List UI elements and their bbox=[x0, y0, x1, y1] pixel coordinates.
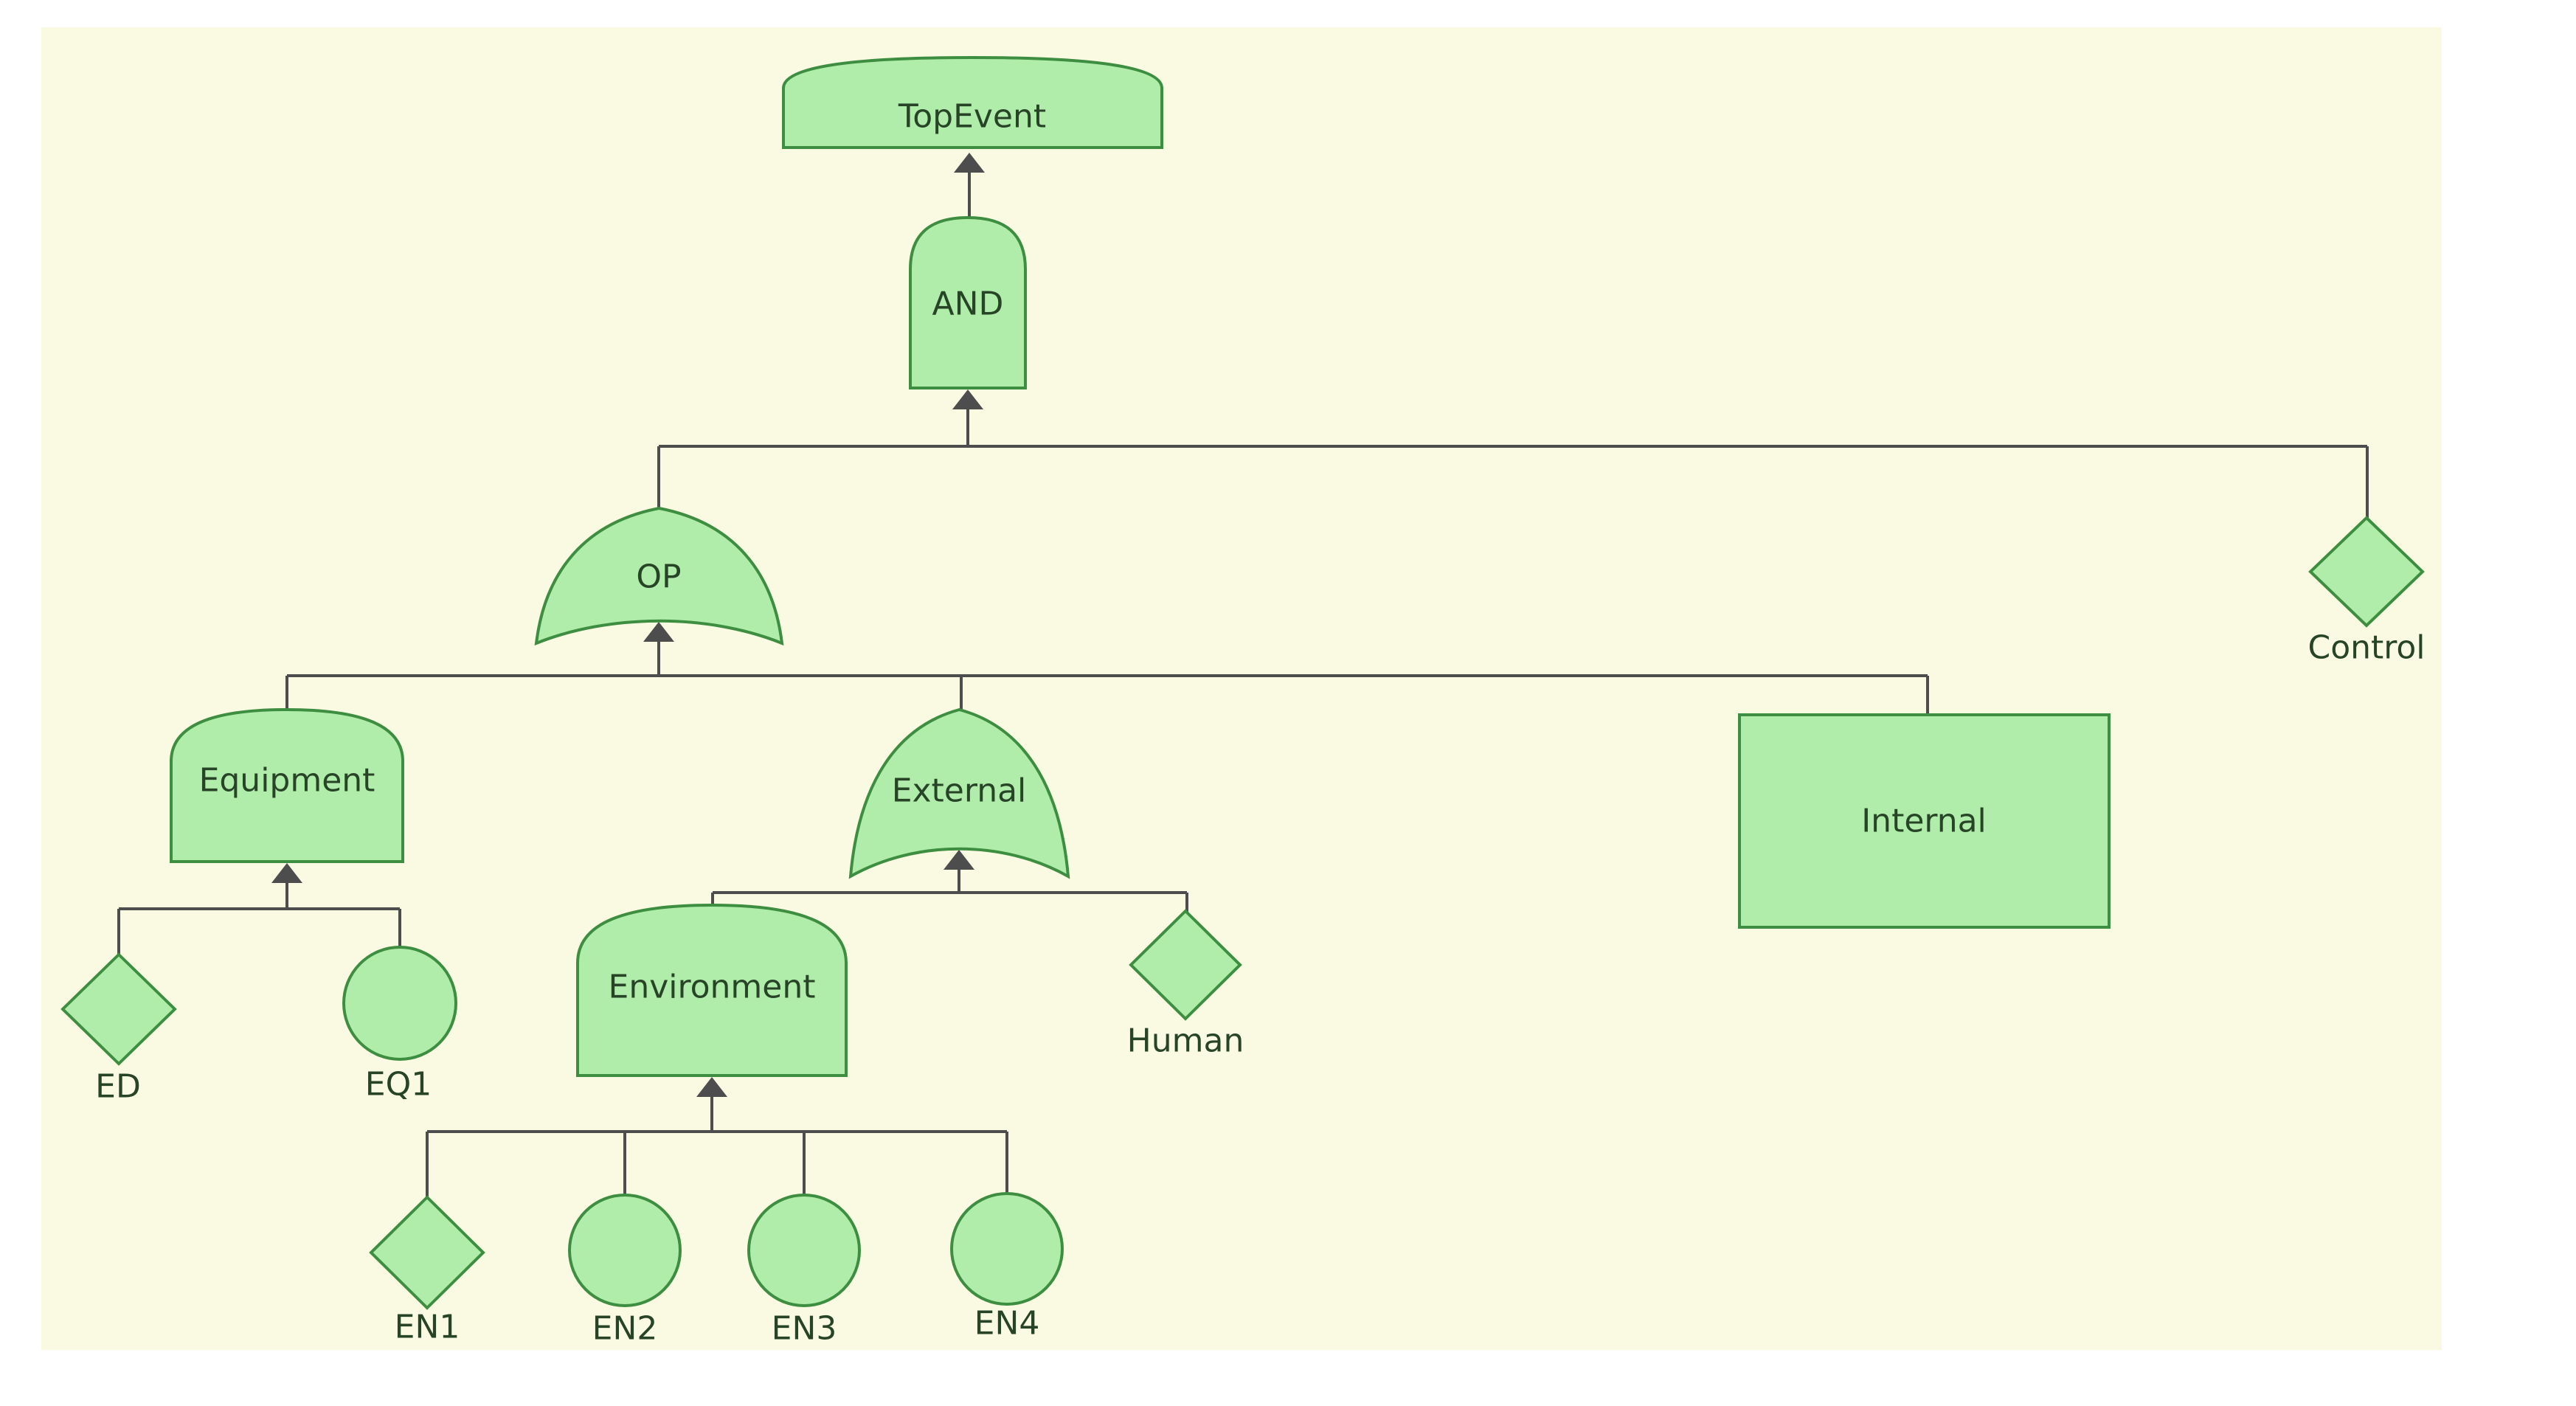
and-gate-environment[interactable] bbox=[576, 903, 848, 1077]
node-label-control: Control bbox=[2307, 629, 2425, 667]
node-label-topevent: TopEvent bbox=[898, 98, 1046, 136]
diamond-en1[interactable] bbox=[369, 1195, 485, 1310]
connector-arrow-up-icon bbox=[643, 622, 674, 642]
node-label-en3: EN3 bbox=[772, 1310, 837, 1348]
circle-en4[interactable] bbox=[950, 1192, 1064, 1306]
node-label-ed: ED bbox=[95, 1068, 141, 1106]
diamond-human[interactable] bbox=[1129, 909, 1242, 1021]
node-label-environment: Environment bbox=[609, 969, 816, 1006]
circle-eq1[interactable] bbox=[342, 946, 457, 1061]
circle-en2[interactable] bbox=[568, 1194, 682, 1307]
node-label-and: AND bbox=[932, 285, 1004, 323]
diagram-canvas bbox=[41, 27, 2442, 1350]
and-gate-and[interactable] bbox=[909, 215, 1027, 389]
node-label-eq1: EQ1 bbox=[365, 1066, 432, 1104]
node-label-internal: Internal bbox=[1861, 803, 1987, 840]
node-label-op: OP bbox=[636, 558, 681, 596]
diamond-ed[interactable] bbox=[60, 952, 177, 1066]
and-gate-topevent[interactable] bbox=[782, 55, 1163, 149]
connector-arrow-up-icon bbox=[271, 863, 302, 883]
rectangle-internal[interactable] bbox=[1738, 713, 2111, 929]
node-label-human: Human bbox=[1127, 1022, 1244, 1060]
node-label-equipment: Equipment bbox=[199, 762, 375, 800]
node-label-en1: EN1 bbox=[395, 1309, 460, 1346]
or-gate-op[interactable] bbox=[534, 506, 784, 646]
node-label-external: External bbox=[892, 772, 1027, 810]
connector-arrow-up-icon bbox=[954, 153, 985, 173]
circle-en3[interactable] bbox=[747, 1194, 861, 1307]
or-gate-external[interactable] bbox=[848, 707, 1070, 879]
connector-arrow-up-icon bbox=[696, 1077, 727, 1097]
connector-arrow-up-icon bbox=[952, 389, 983, 409]
and-gate-equipment[interactable] bbox=[170, 707, 404, 863]
connector-arrow-up-icon bbox=[944, 850, 974, 870]
node-label-en2: EN2 bbox=[592, 1310, 658, 1348]
node-label-en4: EN4 bbox=[974, 1305, 1040, 1343]
diamond-control[interactable] bbox=[2308, 516, 2425, 628]
